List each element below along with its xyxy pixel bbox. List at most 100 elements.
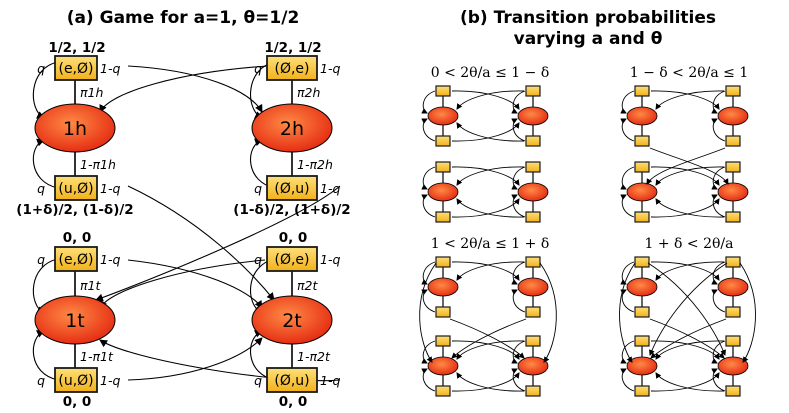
mini-loop-bot-tr-bl (620, 194, 635, 218)
edge-1q-b3-2t (127, 185, 275, 301)
mini-box-top-bl-ar (525, 256, 541, 268)
mini-cross-bot-lr-br-b (650, 372, 720, 392)
condition-4: 1 + δ < 2θ/a (645, 236, 734, 252)
mini-box-bot-tl-ar (525, 135, 541, 147)
mini-loop-bot-br-bl (620, 368, 635, 392)
mini-cross-top-lr-tl-a (451, 90, 520, 110)
label-1pi2t: 1-π2t (297, 349, 331, 364)
label-q-b6: q (254, 252, 262, 267)
label-1q-b6: 1-q (320, 252, 340, 267)
mini-loop-top-tl-br (511, 166, 526, 190)
mini-loop-bot-br-ar (711, 289, 726, 313)
panel-a: (a) Game for a=1, θ=1/2 1/2, 1/2 1/2, 1/… (16, 8, 350, 410)
payoff-top-right: 1/2, 1/2 (264, 40, 321, 56)
panel-b: (b) Transition probabilities varying a a… (419, 8, 756, 397)
mini-cross-top-rl-tl-b (456, 166, 525, 186)
mini-link-br-5 (647, 262, 726, 356)
mini-cross-top-lr-br-b (650, 340, 720, 360)
edge-1q-b6-1t (99, 259, 266, 309)
mini-box-top-tl-ar (525, 85, 541, 97)
box-b5-label: (e,Ø) (58, 252, 93, 268)
mini-diagrams (419, 85, 756, 397)
node-1h-label: 1h (63, 118, 87, 140)
mini-loop-top-bl-ar (511, 261, 526, 285)
mini-box-bot-tl-al (435, 135, 451, 147)
mini-box-bot-tr-br (725, 211, 741, 223)
mini-cross-top-lr-tr-a (650, 90, 720, 110)
mini-box-bot-tr-al (634, 135, 650, 147)
mini-node-br-bl (626, 356, 658, 376)
mini-box-bot-tr-bl (634, 211, 650, 223)
node-2h (251, 103, 333, 153)
node-2h-label: 2h (280, 118, 304, 140)
mini-box-bot-tr-ar (725, 135, 741, 147)
mini-link-tr-1 (649, 147, 729, 185)
mini-box-top-tr-al (634, 85, 650, 97)
box-b4 (266, 175, 318, 201)
mini-box-top-br-ar (725, 256, 741, 268)
mini-box-top-br-bl (634, 335, 650, 347)
node-2t-label: 2t (282, 310, 302, 332)
label-q-b7: q (37, 373, 45, 388)
mini-cross-top-rl-bl-a (456, 261, 525, 281)
label-q-b5: q (37, 252, 45, 267)
mini-box-bot-tl-br (525, 211, 541, 223)
label-1q-b8: 1-q (320, 373, 340, 388)
mini-loop-bot-tr-al (620, 118, 635, 142)
mini-cross-top-lr-bl-a (451, 261, 520, 281)
mini-cross-top-rl-tl-a (456, 90, 525, 110)
mini-loop-bot-bl-br (511, 368, 526, 392)
mini-link-br-3 (649, 318, 725, 359)
mini-cross-top-rl-br-b (655, 340, 725, 360)
mini-link-br-2 (739, 262, 756, 363)
mini-loop-bot-bl-ar (511, 289, 526, 313)
mini-loop-bot-bl-bl (421, 368, 436, 392)
mini-link-bl-3 (449, 318, 525, 359)
mini-cross-top-rl-tr-a (655, 90, 725, 110)
mini-node-tr-br (717, 182, 749, 202)
label-pi2t: π2t (297, 278, 318, 293)
panel-b-title-line2: varying a and θ (514, 29, 663, 49)
mini-box-top-tr-bl (634, 161, 650, 173)
label-1q-b4: 1-q (320, 181, 340, 196)
mini-box-top-tr-ar (725, 85, 741, 97)
box-b6 (266, 246, 318, 272)
box-b8-label: (Ø,u) (274, 373, 309, 389)
mini-cross-bot-rl-bl-b (456, 372, 525, 392)
mini-loop-top-tl-al (421, 90, 436, 114)
mini-loop-bot-tl-al (421, 118, 436, 142)
label-q-b2: q (254, 61, 262, 76)
mini-link-br-6 (649, 262, 728, 356)
edge-1q-b5-2t (127, 259, 263, 309)
payoff-low-right: 0, 0 (279, 230, 308, 246)
node-1t-label: 1t (65, 310, 85, 332)
label-1pi1t: 1-π1t (80, 349, 114, 364)
mini-loop-top-tr-br (711, 166, 726, 190)
mini-box-bot-bl-bl (435, 385, 451, 397)
mini-node-tr-ar (717, 106, 749, 126)
label-q-b4: q (254, 181, 262, 196)
payoff-top-left: 1/2, 1/2 (48, 40, 105, 56)
mini-node-tl-ar (517, 106, 549, 126)
edge-1q-b4-1t (95, 185, 341, 302)
mini-link-bl-4 (451, 318, 527, 359)
condition-2: 1 − δ < 2θ/a ≤ 1 (630, 65, 749, 81)
mini-loop-top-tl-ar (511, 90, 526, 114)
edge-q-b1 (32, 61, 59, 119)
box-b2 (266, 55, 318, 81)
mini-cross-bot-rl-br-b (655, 372, 725, 392)
mini-box-top-bl-br (525, 335, 541, 347)
label-pi1t: π1t (80, 278, 101, 293)
mini-link-br-4 (650, 318, 727, 359)
mini-box-bot-bl-al (435, 306, 451, 318)
box-b8 (266, 367, 318, 393)
label-q-b8: q (254, 373, 262, 388)
label-1q-b2: 1-q (320, 61, 340, 76)
mini-cross-bot-rl-tl-a (456, 122, 525, 142)
mini-box-top-tl-al (435, 85, 451, 97)
mini-cross-top-rl-br-a (655, 261, 725, 281)
mini-cross-top-lr-bl-b (451, 340, 520, 360)
box-b4-label: (Ø,u) (274, 181, 309, 197)
box-b1-label: (e,Ø) (58, 61, 93, 77)
